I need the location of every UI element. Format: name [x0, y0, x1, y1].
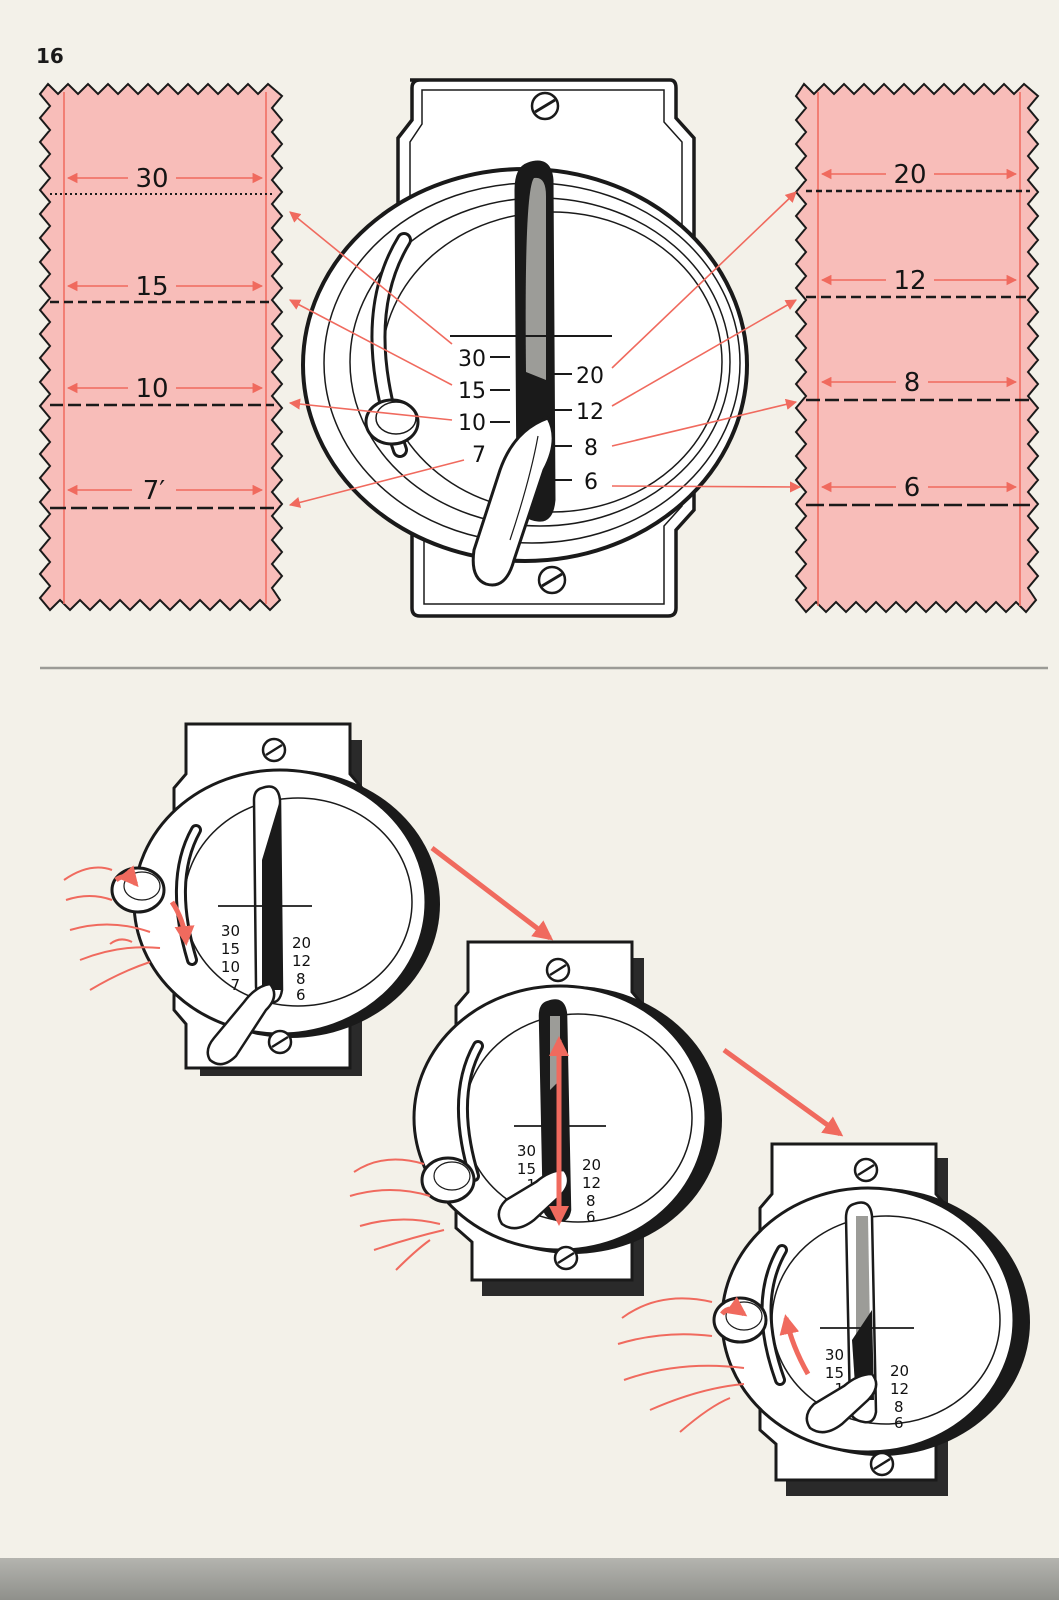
stitch-lever [471, 416, 555, 587]
step-arrow-1-to-2 [430, 846, 554, 941]
dial-left-30: 30 [458, 347, 486, 372]
left-strip-mark-10: 10 [135, 374, 168, 404]
step3-right-6: 6 [894, 1414, 904, 1432]
step1-right-6: 6 [296, 986, 306, 1004]
stitch-regulator-dial: 30 15 10 7 20 12 8 6 [301, 78, 749, 618]
dial-right-20: 20 [576, 364, 604, 389]
step-3-lock-dial: 30 15 1 20 12 8 6 [617, 1142, 1030, 1496]
right-fabric-strip: 20 12 8 6 [794, 82, 1040, 614]
step3-right-20: 20 [890, 1362, 909, 1380]
dial-left-15: 15 [458, 379, 486, 404]
step2-hand [349, 1158, 445, 1271]
step2-right-12: 12 [582, 1174, 601, 1192]
step2-left-15: 15 [517, 1160, 536, 1178]
step-arrow-2-to-3 [722, 1047, 844, 1137]
step3-right-12: 12 [890, 1380, 909, 1398]
dial-left-10: 10 [458, 411, 486, 436]
step1-hand [63, 866, 161, 991]
step2-left-30: 30 [517, 1142, 536, 1160]
right-strip-mark-20: 20 [893, 160, 926, 190]
right-strip-mark-6: 6 [904, 473, 921, 503]
step1-left-7: 7 [230, 976, 240, 994]
bottom-screw [537, 565, 567, 595]
right-strip-mark-12: 12 [893, 266, 926, 296]
setting-pointers [288, 191, 802, 508]
step2-right-8: 8 [586, 1192, 596, 1210]
step1-left-15: 15 [221, 940, 240, 958]
step1-right-20: 20 [292, 934, 311, 952]
page-number: 16 [36, 44, 64, 68]
right-strip-mark-8: 8 [904, 368, 921, 398]
top-screw [530, 91, 560, 121]
left-strip-mark-30: 30 [135, 164, 168, 194]
left-fabric-strip: 30 15 10 7′ [38, 82, 284, 612]
step1-right-12: 12 [292, 952, 311, 970]
step3-right-8: 8 [894, 1398, 904, 1416]
left-strip-mark-7: 7′ [143, 476, 166, 506]
dial-right-12: 12 [576, 400, 604, 425]
step1-right-8: 8 [296, 970, 306, 988]
page-edge-shadow [0, 1558, 1059, 1600]
step2-right-6: 6 [586, 1208, 596, 1226]
lock-knob [364, 398, 420, 446]
step3-hand [617, 1297, 745, 1433]
step1-left-30: 30 [221, 922, 240, 940]
dial-right-8: 8 [584, 436, 598, 461]
dial-right-6: 6 [584, 470, 598, 495]
step1-left-10: 10 [221, 958, 240, 976]
step3-left-30: 30 [825, 1346, 844, 1364]
step3-left-15: 15 [825, 1364, 844, 1382]
dial-left-7: 7 [472, 443, 486, 468]
step-1-unlock-dial: 30 15 10 7 20 12 8 6 [63, 722, 440, 1076]
step2-right-20: 20 [582, 1156, 601, 1174]
step-2-move-lever: 30 15 1 20 12 8 6 [349, 940, 722, 1296]
left-strip-mark-15: 15 [135, 272, 168, 302]
